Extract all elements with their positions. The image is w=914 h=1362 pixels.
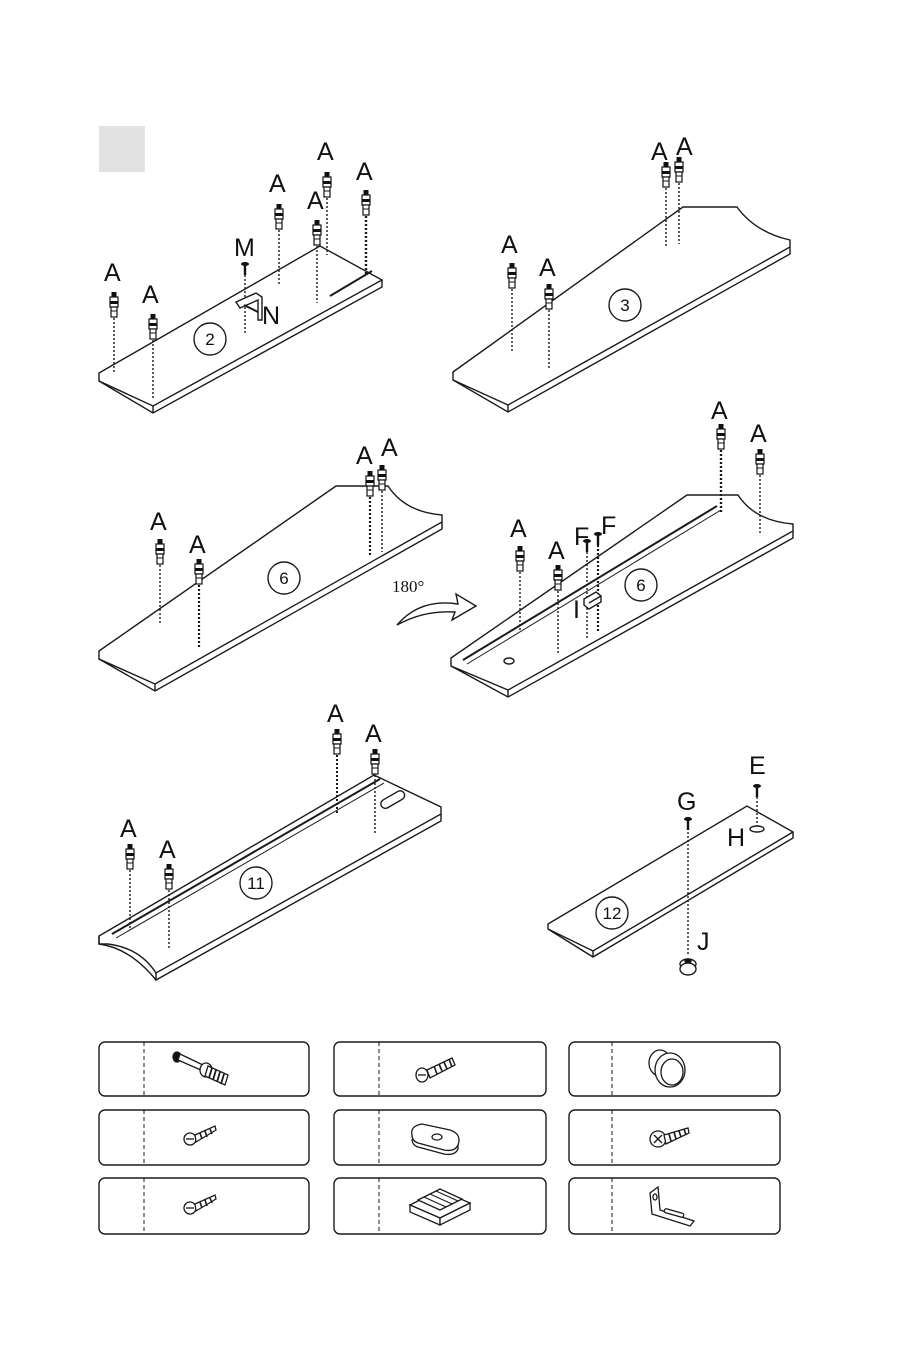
label-f: F [601, 512, 616, 540]
dowel-icon [275, 204, 283, 229]
dowel-icon [378, 465, 386, 490]
panel-number: 6 [636, 576, 645, 595]
panel-number: 2 [205, 330, 214, 349]
screw-icon [684, 817, 692, 830]
screw-icon [753, 784, 761, 797]
panel-number: 11 [247, 874, 265, 893]
label-a: A [381, 434, 398, 462]
panel-12 [548, 793, 793, 975]
dowel-icon [165, 864, 173, 889]
panel-11 [99, 755, 441, 980]
dowel-icon [756, 449, 764, 474]
label-a: A [104, 259, 121, 287]
dowel-icon [545, 284, 553, 309]
dowel-icon [333, 729, 341, 754]
panel-number: 12 [603, 904, 622, 923]
label-a: A [510, 515, 527, 543]
label-a: A [750, 420, 767, 448]
screw-icon [241, 262, 249, 275]
label-a: A [327, 700, 344, 728]
label-a: A [676, 133, 693, 161]
dowel-icon [508, 263, 516, 288]
dowel-icon [149, 314, 157, 339]
rotate-label: 180° [392, 577, 424, 596]
label-a: A [651, 138, 668, 166]
label-a: A [356, 442, 373, 470]
label-a: A [711, 397, 728, 425]
panel-6-back [451, 450, 793, 697]
label-a: A [356, 158, 373, 186]
label-a: A [317, 138, 334, 166]
label-n: N [262, 302, 280, 330]
label-a: A [120, 815, 137, 843]
label-m: M [234, 234, 255, 262]
dowel-icon [313, 220, 321, 245]
hardware-box-l-bracket [569, 1178, 780, 1234]
label-f: F [574, 523, 589, 551]
dowel-icon [362, 190, 370, 215]
label-a: A [269, 170, 286, 198]
dowel-icon [371, 749, 379, 774]
dowel-icon [156, 539, 164, 564]
label-a: A [150, 508, 167, 536]
label-a: A [548, 537, 565, 565]
dowel-icon [323, 172, 331, 197]
dowel-icon [110, 292, 118, 317]
panel-number: 6 [279, 569, 288, 588]
dowel-icon [126, 844, 134, 869]
label-a: A [307, 187, 324, 215]
rotate-arrow: 180° [392, 577, 476, 625]
label-a: A [159, 836, 176, 864]
step-box [99, 126, 145, 172]
label-a: A [365, 720, 382, 748]
dowel-icon [366, 471, 374, 496]
label-a: A [142, 281, 159, 309]
label-i: I [573, 596, 580, 624]
label-j: J [697, 928, 710, 956]
label-g: G [677, 788, 696, 816]
dowel-icon [516, 546, 524, 571]
label-h: H [727, 824, 745, 852]
label-e: E [749, 752, 766, 780]
dowel-icon [717, 424, 725, 449]
panel-number: 3 [620, 296, 629, 315]
label-a: A [189, 531, 206, 559]
label-a: A [501, 231, 518, 259]
dowel-icon [554, 565, 562, 590]
dowel-icon [195, 559, 203, 584]
label-a: A [539, 254, 556, 282]
